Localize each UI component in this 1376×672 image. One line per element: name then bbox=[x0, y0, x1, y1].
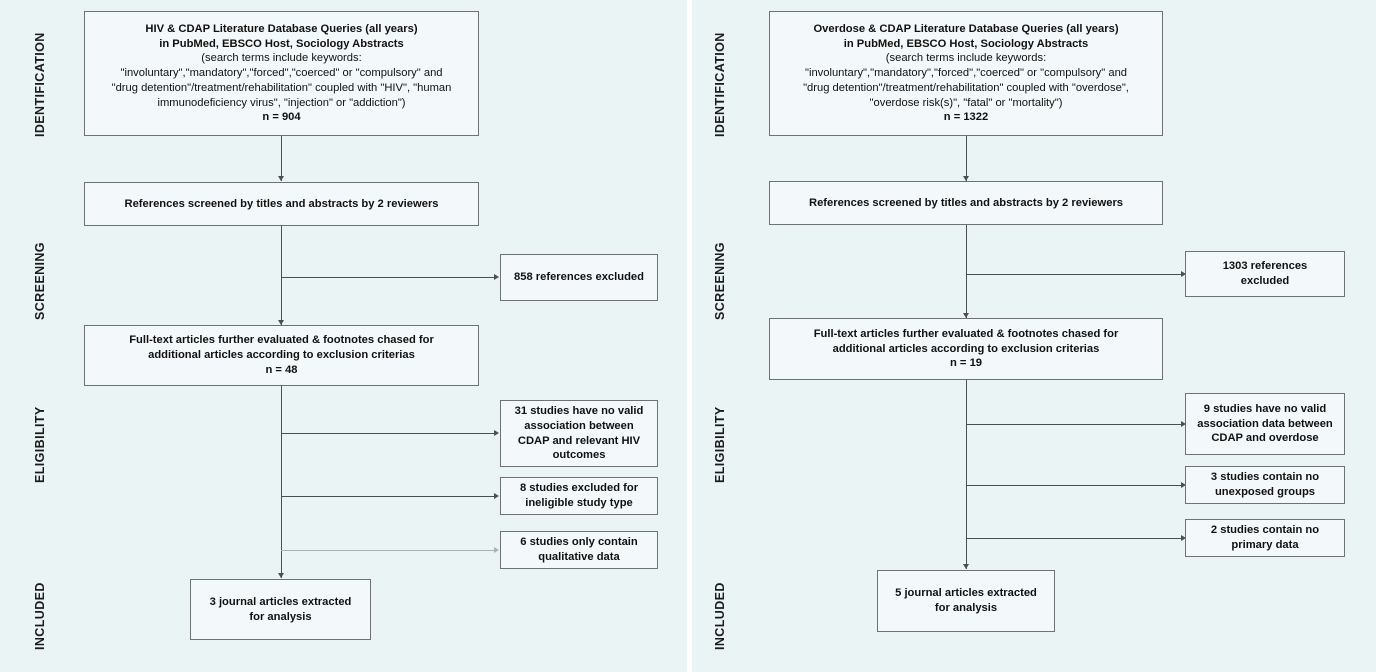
right-arrow-to-fulltext-icon bbox=[963, 313, 969, 318]
left-eligibility-excluded-box-1: 31 studies have no valid association bet… bbox=[500, 400, 658, 467]
left-arrow-to-included-icon bbox=[278, 573, 284, 578]
right-connector-identification-to-screening bbox=[966, 136, 967, 181]
stage-label-eligibility: ELIGIBILITY bbox=[33, 406, 47, 483]
left-eligibility-excluded-1-line-4: outcomes bbox=[552, 449, 606, 462]
right-branch-eligibility-excluded-3 bbox=[966, 538, 1181, 539]
left-screening-excluded-text: 858 references excluded bbox=[514, 271, 644, 284]
right-fulltext-box: Full-text articles further evaluated & f… bbox=[769, 318, 1163, 380]
stage-label-screening: SCREENING bbox=[33, 242, 47, 320]
right-arrow-to-included-icon bbox=[963, 564, 969, 569]
right-eligibility-excluded-box-2: 3 studies contain no unexposed groups bbox=[1185, 466, 1345, 504]
left-identification-count: n = 904 bbox=[262, 111, 301, 124]
left-identification-search-line-1: (search terms include keywords: bbox=[201, 52, 362, 65]
right-identification-box: Overdose & CDAP Literature Database Quer… bbox=[769, 11, 1163, 136]
right-eligibility-excluded-2-line-1: 3 studies contain no bbox=[1210, 471, 1320, 484]
right-fulltext-count: n = 19 bbox=[949, 357, 983, 370]
right-arrow-eligibility-excluded-1-icon bbox=[1181, 421, 1186, 427]
right-arrow-screening-excluded-icon bbox=[1181, 271, 1186, 277]
left-connector-fulltext-to-included bbox=[281, 386, 282, 578]
left-screening-box: References screened by titles and abstra… bbox=[84, 182, 479, 226]
left-branch-screening-excluded bbox=[281, 277, 494, 278]
right-branch-screening-excluded bbox=[966, 274, 1181, 275]
stage-label-eligibility-right: ELIGIBILITY bbox=[713, 406, 727, 483]
left-identification-title-line-1: HIV & CDAP Literature Database Queries (… bbox=[145, 22, 418, 35]
right-identification-search-line-1: (search terms include keywords: bbox=[885, 52, 1047, 65]
right-eligibility-excluded-3-line-1: 2 studies contain no bbox=[1210, 524, 1320, 537]
left-identification-title-line-2: in PubMed, EBSCO Host, Sociology Abstrac… bbox=[159, 37, 404, 50]
right-eligibility-excluded-2-line-2: unexposed groups bbox=[1214, 486, 1316, 498]
right-connector-screening-to-fulltext bbox=[966, 225, 967, 319]
stage-label-identification-right: IDENTIFICATION bbox=[713, 32, 727, 137]
right-eligibility-excluded-1-line-3: CDAP and overdose bbox=[1211, 432, 1319, 445]
left-eligibility-excluded-3-line-2: qualitative data bbox=[538, 551, 620, 563]
right-eligibility-excluded-1-line-1: 9 studies have no valid bbox=[1203, 402, 1327, 415]
left-eligibility-excluded-1-line-2: association between bbox=[524, 419, 634, 432]
right-included-line-1: 5 journal articles extracted bbox=[895, 587, 1037, 600]
left-branch-eligibility-excluded-2 bbox=[281, 496, 494, 497]
right-arrow-eligibility-excluded-3-icon bbox=[1181, 535, 1186, 541]
right-identification-title-line-1: Overdose & CDAP Literature Database Quer… bbox=[813, 22, 1119, 35]
left-screening-text: References screened by titles and abstra… bbox=[124, 197, 439, 210]
right-flow-panel: IDENTIFICATION SCREENING ELIGIBILITY INC… bbox=[692, 0, 1376, 672]
right-branch-eligibility-excluded-1 bbox=[966, 424, 1181, 425]
right-screening-excluded-line-2: excluded bbox=[1240, 275, 1290, 287]
right-identification-search-line-4: "overdose risk(s)", "fatal" or "mortalit… bbox=[869, 96, 1063, 109]
left-branch-eligibility-excluded-1 bbox=[281, 433, 494, 434]
left-identification-search-line-3: "drug detention"/treatment/rehabilitatio… bbox=[111, 81, 452, 94]
right-identification-title-line-2: in PubMed, EBSCO Host, Sociology Abstrac… bbox=[843, 37, 1089, 50]
left-fulltext-line-1: Full-text articles further evaluated & f… bbox=[129, 334, 434, 347]
right-screening-excluded-box: 1303 references excluded bbox=[1185, 251, 1345, 297]
right-included-line-2: for analysis bbox=[934, 602, 998, 614]
left-eligibility-excluded-1-line-1: 31 studies have no valid bbox=[514, 404, 644, 417]
stage-label-screening-right: SCREENING bbox=[713, 242, 727, 320]
right-identification-count: n = 1322 bbox=[943, 111, 989, 124]
left-identification-box: HIV & CDAP Literature Database Queries (… bbox=[84, 11, 479, 136]
left-arrow-to-screening-icon bbox=[278, 176, 284, 181]
left-eligibility-excluded-1-line-3: CDAP and relevant HIV bbox=[517, 434, 641, 447]
left-included-line-2: for analysis bbox=[249, 610, 312, 623]
left-identification-search-line-2: "involuntary","mandatory","forced","coer… bbox=[120, 67, 443, 80]
left-arrow-eligibility-excluded-1-icon bbox=[494, 430, 499, 436]
left-connector-screening-to-fulltext bbox=[281, 226, 282, 325]
right-fulltext-line-1: Full-text articles further evaluated & f… bbox=[813, 327, 1119, 340]
left-fulltext-count: n = 48 bbox=[265, 363, 298, 376]
left-arrow-to-fulltext-icon bbox=[278, 320, 284, 325]
right-screening-box: References screened by titles and abstra… bbox=[769, 181, 1163, 225]
right-eligibility-excluded-box-1: 9 studies have no valid association data… bbox=[1185, 393, 1345, 455]
left-eligibility-excluded-box-3: 6 studies only contain qualitative data bbox=[500, 531, 658, 569]
right-fulltext-line-2: additional articles according to exclusi… bbox=[832, 342, 1100, 355]
right-connector-fulltext-to-included bbox=[966, 380, 967, 569]
stage-label-included: INCLUDED bbox=[33, 582, 47, 650]
left-connector-identification-to-screening bbox=[281, 136, 282, 181]
right-identification-search-line-2: "involuntary","mandatory","forced","coer… bbox=[804, 67, 1128, 80]
right-included-box: 5 journal articles extracted for analysi… bbox=[877, 570, 1055, 632]
left-fulltext-line-2: additional articles according to exclusi… bbox=[148, 349, 415, 362]
right-identification-search-line-3: "drug detention"/treatment/rehabilitatio… bbox=[803, 81, 1129, 94]
right-branch-eligibility-excluded-2 bbox=[966, 485, 1181, 486]
stage-label-included-right: INCLUDED bbox=[713, 582, 727, 650]
stage-label-identification: IDENTIFICATION bbox=[33, 32, 47, 137]
left-fulltext-box: Full-text articles further evaluated & f… bbox=[84, 325, 479, 386]
right-screening-excluded-line-1: 1303 references bbox=[1222, 260, 1308, 273]
left-eligibility-excluded-3-line-1: 6 studies only contain bbox=[520, 536, 638, 549]
right-eligibility-excluded-3-line-2: primary data bbox=[1231, 539, 1299, 551]
left-screening-excluded-box: 858 references excluded bbox=[500, 254, 658, 301]
left-identification-search-line-4: immunodeficiency virus", "injection" or … bbox=[157, 96, 406, 109]
left-included-line-1: 3 journal articles extracted bbox=[209, 595, 352, 608]
left-eligibility-excluded-2-line-2: ineligible study type bbox=[525, 497, 633, 509]
left-arrow-screening-excluded-icon bbox=[494, 274, 499, 280]
left-eligibility-excluded-2-line-1: 8 studies excluded for bbox=[519, 482, 639, 495]
left-included-box: 3 journal articles extracted for analysi… bbox=[190, 579, 371, 640]
right-screening-text: References screened by titles and abstra… bbox=[808, 196, 1124, 209]
right-eligibility-excluded-1-line-2: association data between bbox=[1197, 417, 1333, 430]
right-arrow-to-screening-icon bbox=[963, 176, 969, 181]
left-eligibility-excluded-box-2: 8 studies excluded for ineligible study … bbox=[500, 477, 658, 515]
left-arrow-eligibility-excluded-3-icon bbox=[494, 547, 499, 553]
right-arrow-eligibility-excluded-2-icon bbox=[1181, 482, 1186, 488]
right-eligibility-excluded-box-3: 2 studies contain no primary data bbox=[1185, 519, 1345, 557]
left-arrow-eligibility-excluded-2-icon bbox=[494, 493, 499, 499]
left-flow-panel: IDENTIFICATION SCREENING ELIGIBILITY INC… bbox=[0, 0, 687, 672]
left-branch-eligibility-excluded-3 bbox=[281, 550, 494, 551]
